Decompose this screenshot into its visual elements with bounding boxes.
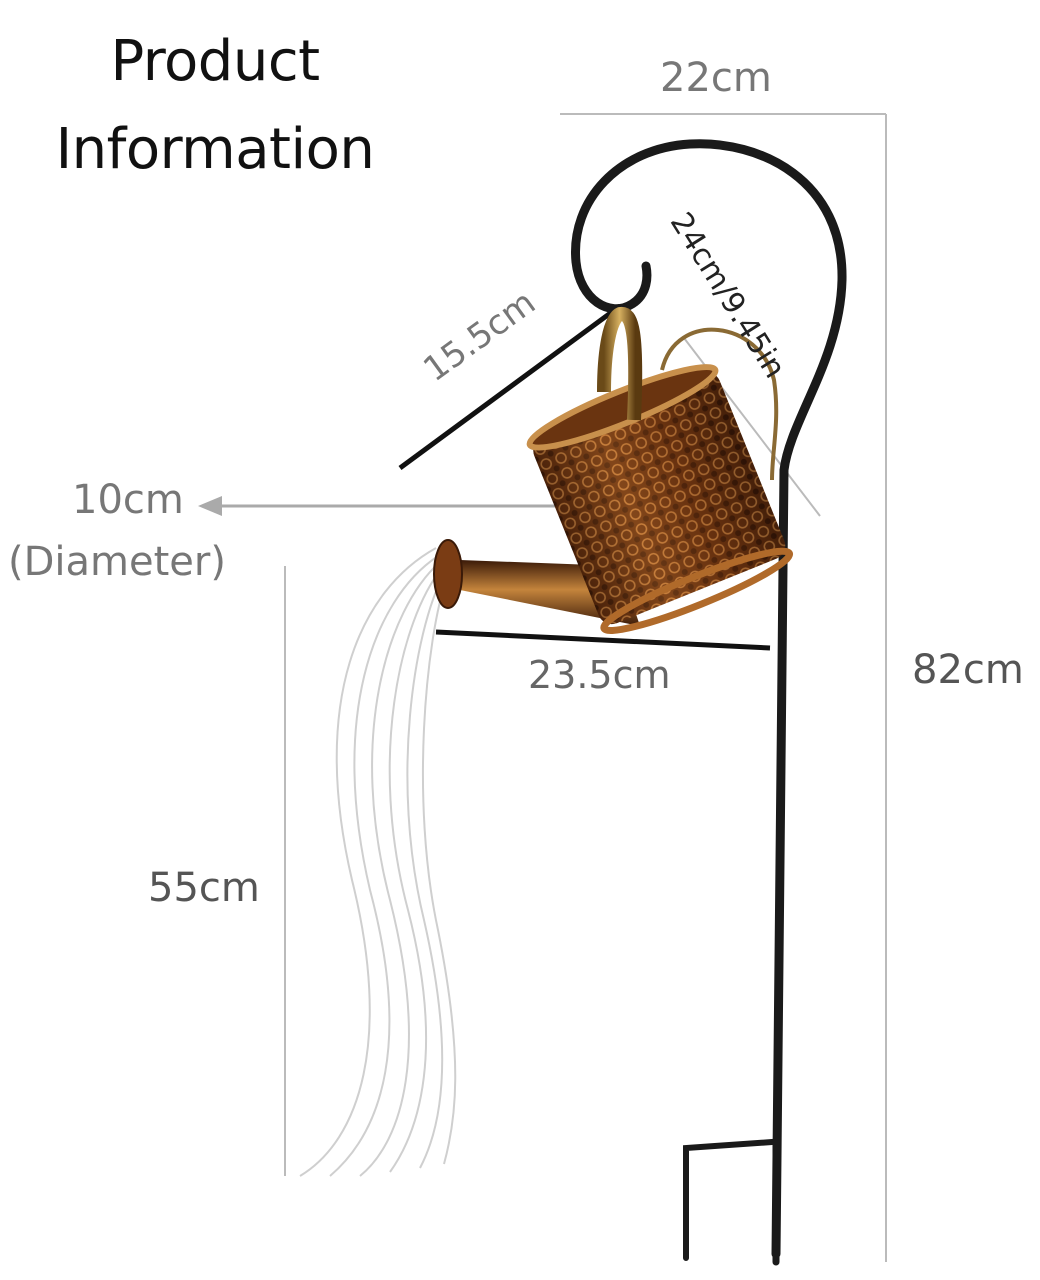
page-title: Product Information: [0, 18, 430, 194]
title-line-2: Information: [55, 117, 375, 182]
diameter-arrow-head: [198, 496, 222, 516]
spout-length-bar: [435, 629, 771, 651]
spout-length-label: 23.5cm: [528, 653, 671, 697]
measurement-bars: [398, 303, 771, 651]
title-line-1: Product: [110, 29, 320, 94]
diameter-caption-label: (Diameter): [8, 539, 226, 585]
width-top-label: 22cm: [660, 55, 772, 101]
watering-can: [433, 306, 794, 635]
water-stream: [299, 547, 457, 1177]
can-handle: [597, 306, 643, 421]
diameter-value-label: 10cm: [72, 477, 184, 523]
can-bottom-rim: [600, 547, 794, 635]
stand-base-fork: [683, 1139, 775, 1261]
can-top-rim: [526, 363, 719, 451]
measurement-guides: [198, 113, 887, 1262]
total-height-label: 82cm: [912, 647, 1024, 693]
stream-height-label: 55cm: [148, 865, 260, 911]
can-spout-rose: [433, 539, 463, 609]
diagonal-left-bar: [398, 303, 622, 471]
